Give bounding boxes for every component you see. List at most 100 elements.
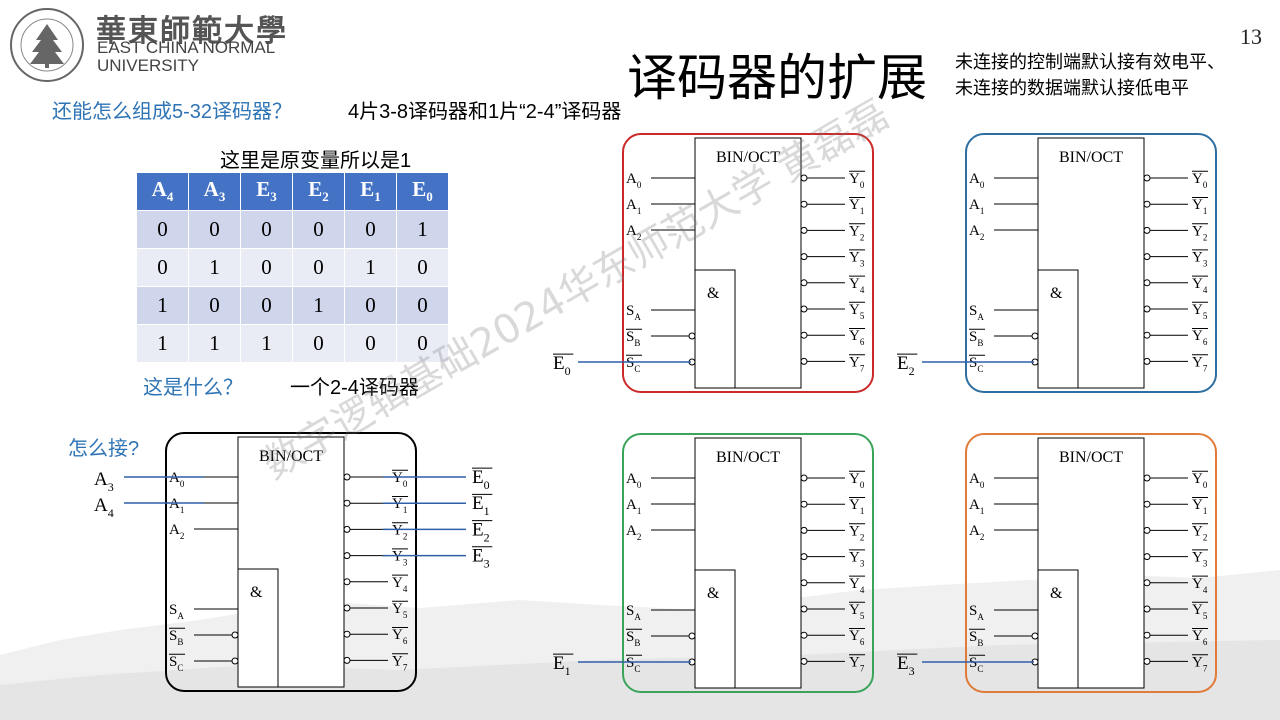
and-box [237,568,279,688]
output-bubble [1143,253,1151,261]
truth-table-cell: 0 [396,286,449,325]
output-bubble [800,331,808,339]
inversion-bubble [1031,332,1039,340]
truth-table-cell: 0 [292,248,345,287]
truth-table-cell: 0 [188,210,241,249]
output-label-y2: Y2 [1192,523,1207,542]
and-box [1037,269,1079,389]
output-bubble [1143,305,1151,313]
output-bubble [1143,579,1151,587]
output-bubble [800,357,808,365]
input-label-a1: A1 [969,197,984,216]
truth-table-cell: 0 [396,324,449,363]
output-label-y7: Y7 [849,654,865,673]
enable-connection-label: E3 [897,653,915,678]
logo-chinese-name: 華東師範大學 [96,14,288,49]
truth-table-header: E0 [396,172,449,211]
output-label-y6: Y6 [1192,328,1208,347]
enable-label-s0: SA [969,603,984,622]
truth-table-cell: 0 [292,324,345,363]
enable-connection-label: E1 [553,653,571,678]
output-bubble [800,279,808,287]
answer-5-32-decoder: 4片3-8译码器和1片“2-4”译码器 [348,101,622,123]
output-label-y1: Y1 [849,497,864,516]
truth-table-cell: 1 [240,324,293,363]
enable-label-s2: SC [969,655,983,674]
enable-connection-label: E0 [553,353,571,378]
output-label-y3: Y3 [849,250,865,269]
truth-table-cell: 0 [292,210,345,249]
enable-connection-label: E2 [897,353,915,378]
decoder-box [237,436,345,688]
enable-label-s2: SC [626,655,640,674]
enable-label-s1: SB [969,329,983,348]
inversion-bubble [1031,632,1039,640]
truth-table-cell: 1 [136,324,189,363]
enable-label-s0: SA [969,303,984,322]
inversion-bubble [231,657,239,665]
logo-english-name-line2: UNIVERSITY [97,56,200,75]
decoder-frame [165,432,417,692]
output-label-y4: Y4 [1192,276,1208,295]
enable-label-s1: SB [969,629,983,648]
decoder-box [694,137,802,389]
output-bubble [1143,200,1151,208]
output-label-y1: Y1 [849,197,864,216]
decoder-title: BIN/OCT [259,448,323,465]
output-label-y1: Y1 [392,496,407,515]
input-label-a0: A0 [626,171,642,190]
output-label-y2: Y2 [849,523,864,542]
note-line-1: 未连接的控制端默认接有效电平、 [955,52,1225,72]
output-bubble [1143,226,1151,234]
output-bubble [1143,331,1151,339]
decoder-title: BIN/OCT [1059,149,1123,166]
output-bubble [1143,605,1151,613]
output-bubble [800,253,808,261]
decoder-frame [965,133,1217,393]
output-bubble [800,631,808,639]
output-label-y1: Y1 [1192,497,1207,516]
slide-title: 译码器的扩展 [627,50,927,106]
and-symbol: & [1050,585,1063,602]
output-label-y5: Y5 [392,601,408,620]
output-label-y6: Y6 [1192,628,1208,647]
decoder-frame [965,433,1217,693]
enable-label-s1: SB [626,629,640,648]
decoder-title: BIN/OCT [1059,449,1123,466]
e-output-label: E2 [472,519,490,544]
output-bubble [1143,357,1151,365]
output-bubble [343,656,351,664]
input-label-a0: A0 [969,471,985,490]
decoder-title: BIN/OCT [716,149,780,166]
output-label-y0: Y0 [392,470,408,489]
output-label-y7: Y7 [1192,654,1208,673]
output-label-y5: Y5 [849,302,865,321]
input-label-a0: A0 [969,171,985,190]
enable-label-s2: SC [626,355,640,374]
output-bubble [800,474,808,482]
page-number: 13 [1240,24,1262,49]
enable-label-s2: SC [969,355,983,374]
output-bubble [1143,657,1151,665]
output-bubble [800,200,808,208]
enable-label-s1: SB [169,628,183,647]
university-seal-logo [10,8,84,82]
truth-table-cell: 1 [344,248,397,287]
output-label-y3: Y3 [1192,550,1208,569]
decoder-frame [622,133,874,393]
output-label-y0: Y0 [1192,171,1208,190]
output-bubble [1143,279,1151,287]
output-label-y2: Y2 [849,223,864,242]
output-label-y5: Y5 [1192,602,1208,621]
output-bubble [1143,526,1151,534]
output-label-y4: Y4 [849,576,865,595]
output-label-y7: Y7 [1192,354,1208,373]
and-symbol: & [250,584,263,601]
output-bubble [800,579,808,587]
output-bubble [343,578,351,586]
output-bubble [1143,474,1151,482]
